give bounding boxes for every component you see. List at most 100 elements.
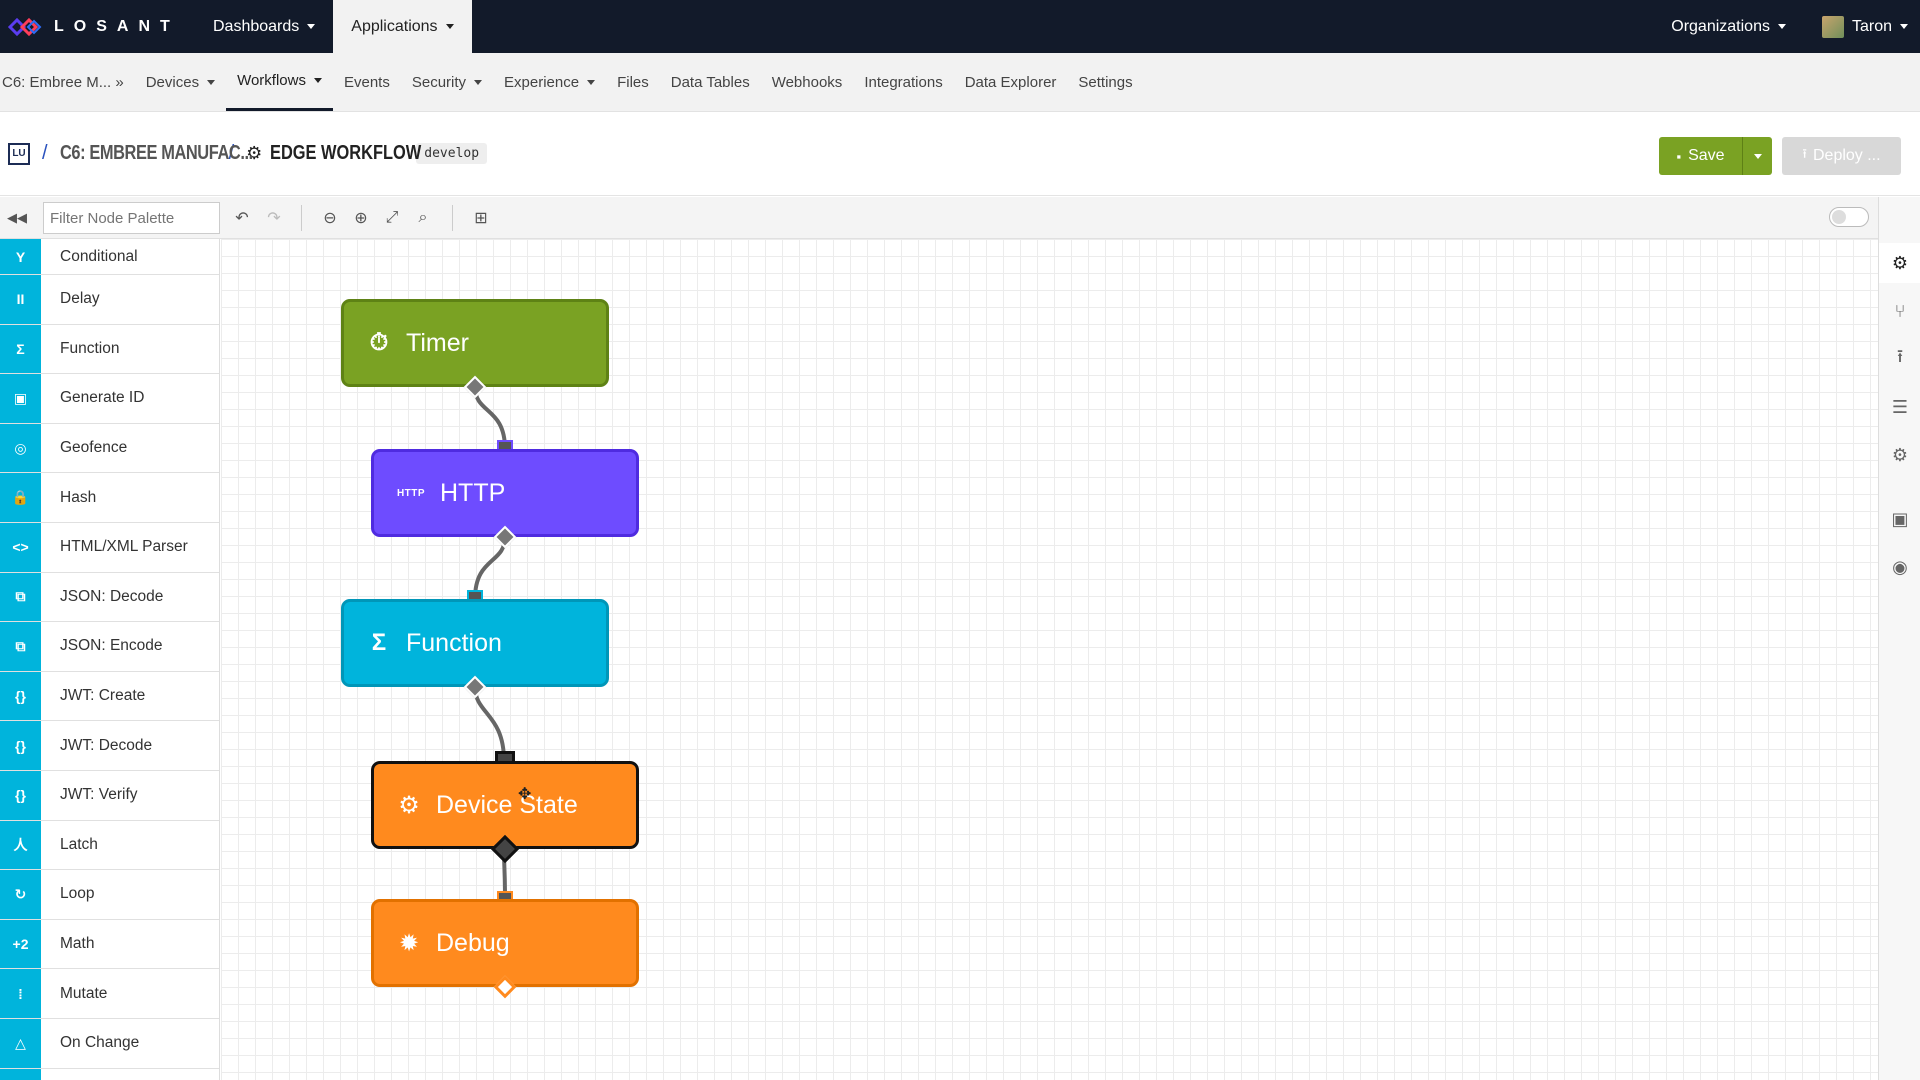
subnav-events[interactable]: Events — [343, 73, 390, 91]
filter-node-palette-input[interactable] — [43, 202, 220, 234]
user-name: Taron — [1851, 17, 1892, 35]
subnav-webhooks[interactable]: Webhooks — [771, 73, 843, 91]
palette-item-label: Hash — [60, 488, 97, 506]
subnav-workflows[interactable]: Workflows — [226, 53, 333, 111]
versions-tab[interactable]: ⑂ — [1879, 291, 1920, 331]
palette-item-generate-id[interactable]: ▣ Generate ID — [0, 374, 219, 424]
expand-icon: ⤢ — [385, 209, 399, 226]
palette-item-label: Mutate — [60, 984, 108, 1002]
id-card-icon: ▣ — [0, 374, 41, 423]
palette-item-label: JSON: Encode — [60, 637, 163, 655]
nav-applications[interactable]: Applications — [333, 0, 472, 53]
palette-item-geofence[interactable]: ◎Geofence — [0, 423, 219, 474]
node-timer-label: Timer — [406, 328, 469, 357]
subnav-experience[interactable]: Experience — [493, 53, 606, 111]
subnav-files[interactable]: Files — [617, 73, 649, 91]
branch-icon: ⑂ — [1894, 300, 1906, 321]
node-debug[interactable]: ✹ Debug — [371, 899, 639, 987]
nav-organizations-label: Organizations — [1671, 17, 1770, 35]
palette-item-label: Generate ID — [60, 389, 145, 407]
palette-item-jwt-verify[interactable]: {}JWT: Verify — [0, 770, 219, 821]
deploy-button[interactable]: ⭱ Deploy ... — [1782, 137, 1901, 175]
deployments-tab[interactable]: ⭱ — [1879, 339, 1920, 379]
save-options-button[interactable] — [1742, 137, 1772, 175]
breadcrumb-app-name[interactable]: C6: EMBREE MANUFAC... — [59, 142, 253, 164]
geofence-icon: ◎ — [0, 423, 41, 473]
upload-icon: ⭱ — [1896, 346, 1904, 366]
zoom-out-button[interactable]: ⊖ — [317, 205, 343, 231]
palette-item-json-decode[interactable]: ⧉JSON: Decode — [0, 572, 219, 623]
subnav-app-breadcrumb[interactable]: C6: Embree M... » — [2, 73, 124, 91]
subnav-devices[interactable]: Devices — [135, 53, 226, 111]
node-http[interactable]: HTTP HTTP — [371, 449, 639, 537]
json-decode-icon: ⧉ — [0, 572, 41, 622]
node-function-label: Function — [406, 628, 502, 657]
settings-tab[interactable]: ⚙ — [1879, 243, 1920, 283]
palette-item-mutate[interactable]: ⁞Mutate — [0, 969, 219, 1019]
workflow-toolbar: ◀◀ ↶ ↷ ⊖ ⊕ ⤢ ⌕ ⊞ — [0, 197, 1878, 239]
upload-icon: ⭱ — [1802, 146, 1807, 161]
search-button[interactable]: ⌕ — [410, 205, 436, 231]
wire-function-devicestate — [473, 686, 506, 762]
json-encode-icon: ⧉ — [0, 622, 41, 671]
edge-workflow-icon: ⚙ — [246, 143, 263, 163]
subnav-security[interactable]: Security — [401, 53, 493, 111]
save-button[interactable]: ▪ Save — [1659, 137, 1742, 175]
right-panel-tabs: ⚙ ⑂ ⭱ ☰ ⚙ ▣ ◉ — [1878, 197, 1920, 1080]
storage-tab[interactable]: ☰ — [1879, 387, 1920, 427]
caret-down-icon — [1777, 24, 1786, 29]
palette-item-partial[interactable] — [0, 1068, 219, 1080]
user-menu[interactable]: Taron — [1804, 0, 1908, 53]
subnav-settings[interactable]: Settings — [1078, 73, 1133, 91]
devices-tab[interactable]: ⚙ — [1879, 435, 1920, 475]
add-comment-button[interactable]: ⊞ — [468, 205, 494, 231]
nav-dashboards-label: Dashboards — [213, 17, 300, 35]
bug-icon: ✹ — [398, 929, 420, 957]
palette-item-jwt-decode[interactable]: {}JWT: Decode — [0, 721, 219, 771]
workflow-canvas[interactable]: ⏱ Timer HTTP HTTP Σ Function ⚙ Device St… — [221, 239, 1878, 1080]
node-device-state-label: Device State — [436, 790, 578, 819]
palette-item-json-encode[interactable]: ⧉ JSON: Encode — [0, 622, 219, 672]
undo-button[interactable]: ↶ — [229, 205, 255, 231]
subnav-security-label: Security — [411, 73, 467, 91]
palette-item-loop[interactable]: ↻Loop — [0, 870, 219, 920]
collapse-palette-button[interactable]: ◀◀ — [0, 197, 34, 239]
breadcrumb-separator: / — [42, 142, 48, 164]
toolbar-divider — [452, 205, 453, 231]
subnav-devices-label: Devices — [145, 73, 200, 91]
palette-item-hash[interactable]: 🔒Hash — [0, 473, 219, 523]
sigma-icon: Σ — [0, 324, 41, 374]
nav-organizations[interactable]: Organizations — [1653, 0, 1804, 53]
version-badge[interactable]: develop — [416, 143, 488, 164]
globals-tab[interactable]: ◉ — [1879, 547, 1920, 587]
subnav-integrations[interactable]: Integrations — [864, 73, 943, 91]
app-icon[interactable]: LU — [8, 142, 30, 165]
debug-tab[interactable]: ▣ — [1879, 499, 1920, 539]
jwt-verify-icon: {} — [0, 770, 41, 820]
node-device-state[interactable]: ⚙ Device State — [371, 761, 639, 849]
redo-button[interactable]: ↷ — [261, 205, 287, 231]
caret-down-icon — [1900, 24, 1908, 29]
nav-dashboards[interactable]: Dashboards — [195, 0, 333, 53]
device-gear-icon: ⚙ — [1891, 444, 1909, 465]
toggle-switch[interactable] — [1829, 207, 1869, 227]
delta-icon: △ — [0, 1018, 41, 1068]
palette-item-jwt-create[interactable]: {}JWT: Create — [0, 671, 219, 722]
palette-item-label: JWT: Decode — [60, 736, 153, 754]
gear-icon: ⚙ — [1891, 252, 1909, 273]
palette-item-on-change[interactable]: △On Change — [0, 1018, 219, 1069]
palette-item-html-xml-parser[interactable]: <>HTML/XML Parser — [0, 522, 219, 573]
fit-to-screen-button[interactable]: ⤢ — [379, 205, 405, 231]
node-function[interactable]: Σ Function — [341, 599, 609, 687]
brand[interactable]: LOSANT — [0, 0, 195, 53]
node-timer[interactable]: ⏱ Timer — [341, 299, 609, 387]
zoom-in-button[interactable]: ⊕ — [348, 205, 374, 231]
subnav-data-explorer[interactable]: Data Explorer — [964, 73, 1057, 91]
subnav-data-tables[interactable]: Data Tables — [670, 73, 750, 91]
